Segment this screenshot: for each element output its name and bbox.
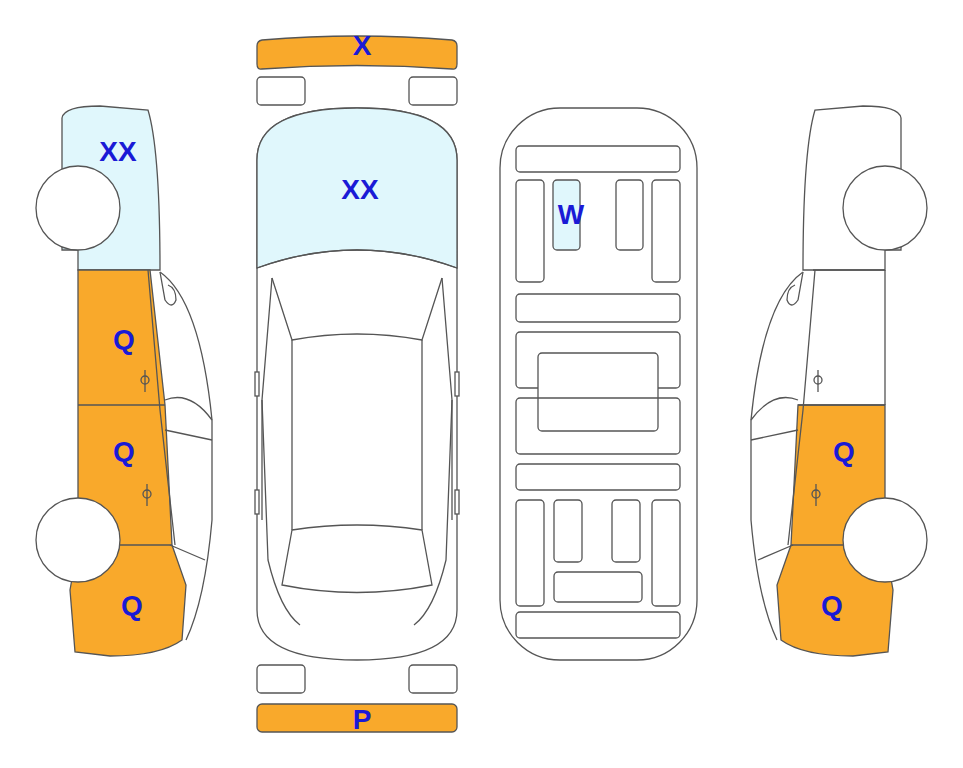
damage-code: W: [558, 201, 584, 229]
damage-code: XX: [341, 176, 378, 204]
damage-code: Q: [113, 438, 135, 466]
damage-code: XX: [99, 138, 136, 166]
damage-code: Q: [821, 592, 843, 620]
damage-code: Q: [833, 438, 855, 466]
damage-code: Q: [121, 592, 143, 620]
damage-code: Q: [113, 326, 135, 354]
damage-code: X: [353, 32, 372, 60]
damage-code: P: [353, 706, 372, 734]
